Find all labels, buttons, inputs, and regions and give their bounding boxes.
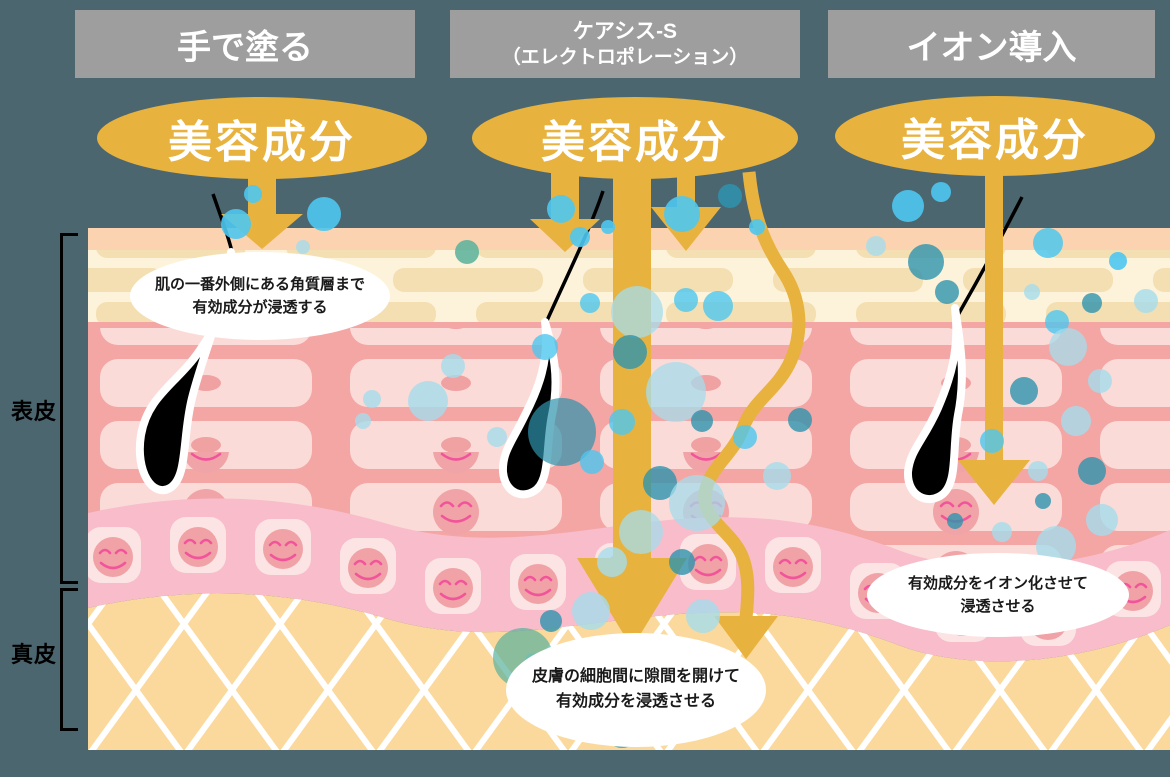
callout-hand-line2: 有効成分が浸透する	[192, 299, 328, 316]
callout-hand: 肌の一番外側にある角質層まで 有効成分が浸透する	[130, 252, 390, 340]
ingredient-ellipse-hand: 美容成分	[97, 97, 427, 179]
ingredient-label-ion: 美容成分	[901, 116, 1089, 165]
header-electro-line1: ケアシス-S	[572, 20, 678, 44]
callout-ion: 有効成分をイオン化させて 浸透させる	[867, 553, 1129, 637]
callout-ion-line2: 浸透させる	[960, 598, 1036, 615]
dermis-bracket	[60, 588, 78, 731]
epidermis-bracket	[60, 233, 78, 584]
callout-electro-line2: 有効成分を浸透させる	[555, 693, 716, 710]
ingredient-ellipse-ion: 美容成分	[835, 96, 1155, 176]
header-ion-label: イオン導入	[906, 28, 1077, 67]
callout-ion-line1: 有効成分をイオン化させて	[907, 574, 1088, 592]
ingredient-ellipse-electro: 美容成分	[472, 97, 798, 179]
header-electro-line2: （エレクトロポレーション）	[501, 46, 749, 68]
header-electroporation: ケアシス-S （エレクトロポレーション）	[450, 10, 800, 78]
header-hand-apply: 手で塗る	[75, 10, 415, 78]
callout-hand-line1: 肌の一番外側にある角質層まで	[154, 275, 365, 293]
callout-electro-line1: 皮膚の細胞間に隙間を開けて	[531, 668, 740, 686]
callout-electro: 皮膚の細胞間に隙間を開けて 有効成分を浸透させる	[506, 633, 766, 747]
skin-surface-layer	[88, 228, 1170, 250]
epidermis-label: 表皮	[11, 399, 58, 424]
ingredient-label-electro: 美容成分	[541, 118, 729, 167]
dermis-label: 真皮	[11, 642, 58, 667]
header-iontophoresis: イオン導入	[828, 10, 1155, 78]
header-hand-label: 手で塗る	[177, 28, 313, 67]
ingredient-label-hand: 美容成分	[168, 118, 356, 167]
